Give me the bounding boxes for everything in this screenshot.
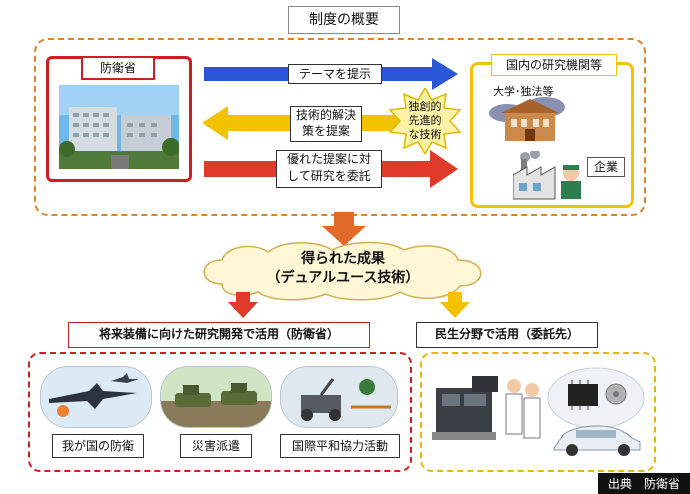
- company-label: 企業: [587, 157, 625, 177]
- lab-equipment-image: [432, 366, 542, 458]
- mod-building-photo: [59, 85, 179, 169]
- defense-image: [40, 366, 152, 428]
- mod-panel: 防衛省: [46, 56, 192, 182]
- cloud-subtitle: （デュアルユース技術）: [192, 267, 494, 287]
- commission-label: 優れた提案に対 して研究を委託: [276, 150, 382, 188]
- cloud-title: 得られた成果: [192, 248, 494, 268]
- research-label: 国内の研究機関等: [491, 54, 617, 76]
- source-credit: 出典 防衛省: [598, 473, 690, 494]
- down-arrow-red: [228, 292, 258, 318]
- mod-label: 防衛省: [81, 56, 155, 80]
- disaster-image: [160, 366, 272, 428]
- defense-header: 将来装備に向けた研究開発で活用（防衛省）: [68, 322, 370, 348]
- university-building-icon: [487, 95, 573, 143]
- proposal-label: 技術的解決 策を提案: [290, 106, 362, 142]
- caption-peacekeeping: 国際平和協力活動: [280, 434, 400, 458]
- down-arrow-yellow: [440, 292, 470, 318]
- research-panel: 国内の研究機関等 大学･独法等 企業: [470, 62, 634, 208]
- chip-and-car-image: [546, 364, 646, 460]
- peacekeeping-image: [280, 366, 398, 428]
- factory-worker-icon: [513, 151, 587, 201]
- caption-disaster: 災害派遣: [180, 434, 252, 458]
- civil-header: 民生分野で活用（委託先）: [416, 322, 598, 348]
- innovation-text: 独創的 先進的 な技術: [402, 100, 448, 142]
- caption-defense: 我が国の防衛: [52, 434, 144, 458]
- diagram-title: 制度の概要: [288, 6, 400, 34]
- theme-label: テーマを提示: [288, 64, 382, 84]
